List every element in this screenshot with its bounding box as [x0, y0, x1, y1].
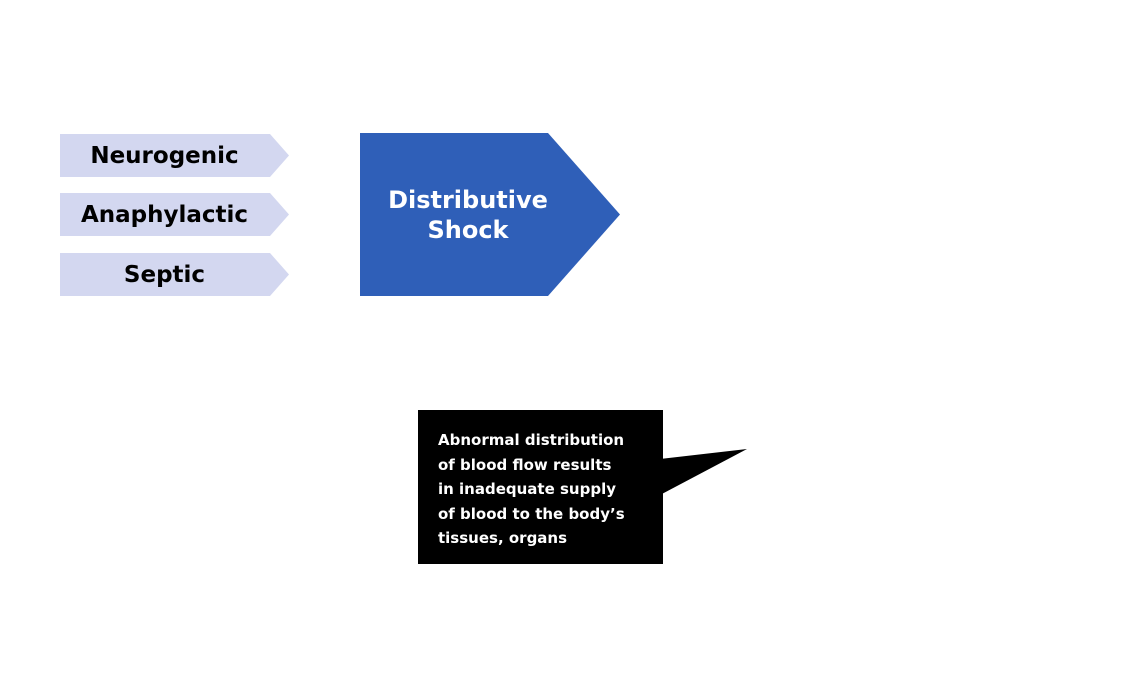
callout-line: of blood flow results	[438, 455, 612, 474]
cause-septic: Septic	[60, 253, 289, 296]
distributive-shock-label: Distributive Shock	[360, 133, 576, 296]
definition-callout: Abnormal distribution of blood flow resu…	[418, 410, 663, 564]
main-title-line-2: Shock	[427, 215, 509, 244]
callout-line: tissues, organs	[438, 529, 568, 547]
cause-anaphylactic: Anaphylactic	[60, 193, 289, 236]
cause-neurogenic: Neurogenic	[60, 134, 289, 177]
callout-line: of blood to the body’s	[438, 504, 625, 523]
callout-line: Abnormal distribution	[438, 431, 625, 449]
cause-label: Septic	[123, 261, 206, 288]
cause-label: Anaphylactic	[80, 201, 249, 228]
cause-label: Neurogenic	[90, 142, 239, 169]
callout-line: in inadequate supply	[438, 480, 617, 498]
callout-tail	[660, 449, 747, 495]
main-title-line-1: Distributive	[388, 185, 548, 214]
